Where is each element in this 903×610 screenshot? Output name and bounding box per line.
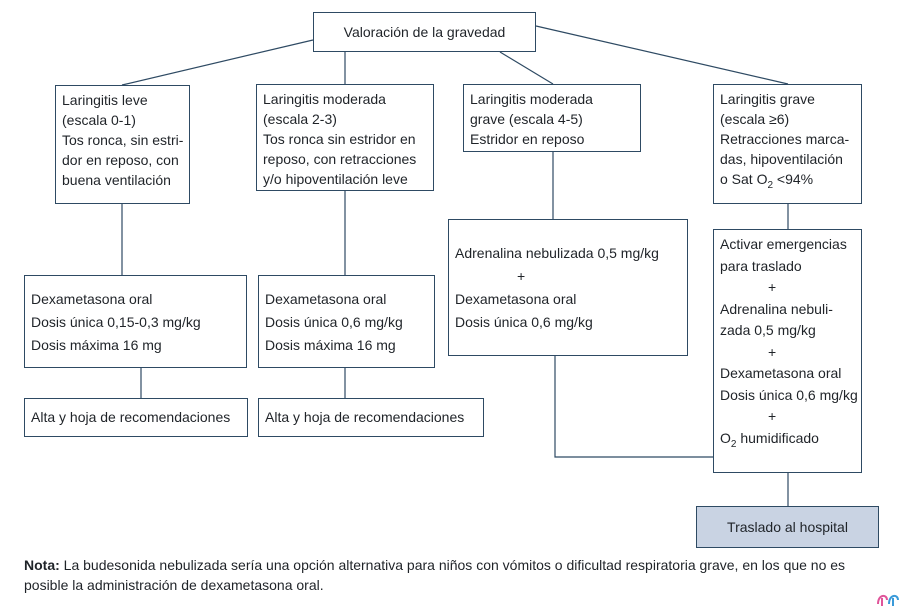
publisher-logo-icon <box>877 594 899 606</box>
treatment-line: Dosis única 0,6 mg/kg <box>455 314 593 330</box>
sat-prefix: o Sat O <box>720 171 768 187</box>
category-line: Laringitis moderada <box>470 91 593 107</box>
treatment-line: Dexametasona oral <box>265 291 387 307</box>
treatment-line: para traslado <box>720 257 802 274</box>
note-text: La budesonida nebulizada sería una opció… <box>24 557 846 593</box>
root-node: Valoración de la gravedad <box>313 12 536 52</box>
plus-sign: + <box>768 279 777 295</box>
sat-o2-line: o Sat O2 <94% <box>720 169 855 191</box>
discharge-moderate: Alta y hoja de recomendaciones <box>258 398 484 437</box>
treatment-line: Dosis máxima 16 mg <box>31 337 162 353</box>
category-line: (escala ≥6) <box>720 111 790 127</box>
plus-sign: + <box>768 408 777 424</box>
category-line: das, hipoventilación <box>720 151 843 167</box>
category-line: Retracciones marca- <box>720 131 850 147</box>
category-line: grave (escala 4-5) <box>470 111 583 127</box>
category-moderate: Laringitis moderada (escala 2-3) Tos ron… <box>256 84 434 191</box>
category-line: reposo, con retracciones <box>263 151 417 167</box>
o2-suffix: humidificado <box>736 429 819 446</box>
o2-subscript: 2 <box>730 438 737 450</box>
category-line: (escala 0-1) <box>62 112 136 128</box>
treatment-mild: Dexametasona oral Dosis única 0,15-0,3 m… <box>24 275 247 368</box>
category-line: y/o hipoventilación leve <box>263 171 408 187</box>
treatment-moderate: Dexametasona oral Dosis única 0,6 mg/kg … <box>258 275 435 368</box>
plus-sign: + <box>768 343 777 360</box>
treatment-line: Dosis única 0,6 mg/kg <box>265 314 403 330</box>
treatment-line: Activar emergencias <box>720 236 847 252</box>
category-line: dor en reposo, con <box>62 152 179 168</box>
treatment-line: Adrenalina nebulizada 0,5 mg/kg <box>455 245 659 261</box>
category-mild: Laringitis leve (escala 0-1) Tos ronca, … <box>55 85 190 204</box>
o2-line: O2 humidificado <box>720 428 855 450</box>
category-line: (escala 2-3) <box>263 111 337 127</box>
category-line: Laringitis grave <box>720 91 815 107</box>
connector-t3-t4 <box>554 356 713 458</box>
category-line: buena ventilación <box>62 172 171 188</box>
footnote: Nota: La budesonida nebulizada sería una… <box>24 555 884 595</box>
sat-suffix: <94% <box>773 171 814 187</box>
treatment-line: zada 0,5 mg/kg <box>720 322 816 338</box>
plus-sign: + <box>517 268 526 284</box>
category-moderate-severe: Laringitis moderada grave (escala 4-5) E… <box>463 84 641 152</box>
treatment-line: Dosis única 0,15-0,3 mg/kg <box>31 314 201 330</box>
treatment-line: Dosis máxima 16 mg <box>265 337 396 353</box>
category-line: Laringitis moderada <box>263 91 386 107</box>
connector-root-c1 <box>121 39 314 86</box>
category-severe: Laringitis grave (escala ≥6) Retraccione… <box>713 84 862 204</box>
treatment-line: Adrenalina nebuli- <box>720 300 833 317</box>
category-line: Estridor en reposo <box>470 131 585 147</box>
category-line: Tos ronca, sin estri- <box>62 132 184 148</box>
treatment-line: Dexametasona oral <box>720 365 842 381</box>
treatment-line: Dexametasona oral <box>31 291 153 307</box>
treatment-line: Dosis única 0,6 mg/kg <box>720 386 858 403</box>
hospital-transfer: Traslado al hospital <box>696 506 879 548</box>
treatment-line: Dexametasona oral <box>455 291 577 307</box>
connector-root-c4 <box>535 25 789 85</box>
o2-prefix: O <box>720 429 731 446</box>
connector-root-c3 <box>499 51 554 85</box>
treatment-severe: Activar emergencias para traslado + Adre… <box>713 229 862 473</box>
note-label: Nota: <box>24 557 60 573</box>
sat-subscript: 2 <box>767 179 774 191</box>
category-line: Tos ronca sin estridor en <box>263 131 416 147</box>
category-line: Laringitis leve <box>62 92 148 108</box>
treatment-moderate-severe: Adrenalina nebulizada 0,5 mg/kg + Dexame… <box>448 219 688 356</box>
discharge-mild: Alta y hoja de recomendaciones <box>24 398 248 437</box>
